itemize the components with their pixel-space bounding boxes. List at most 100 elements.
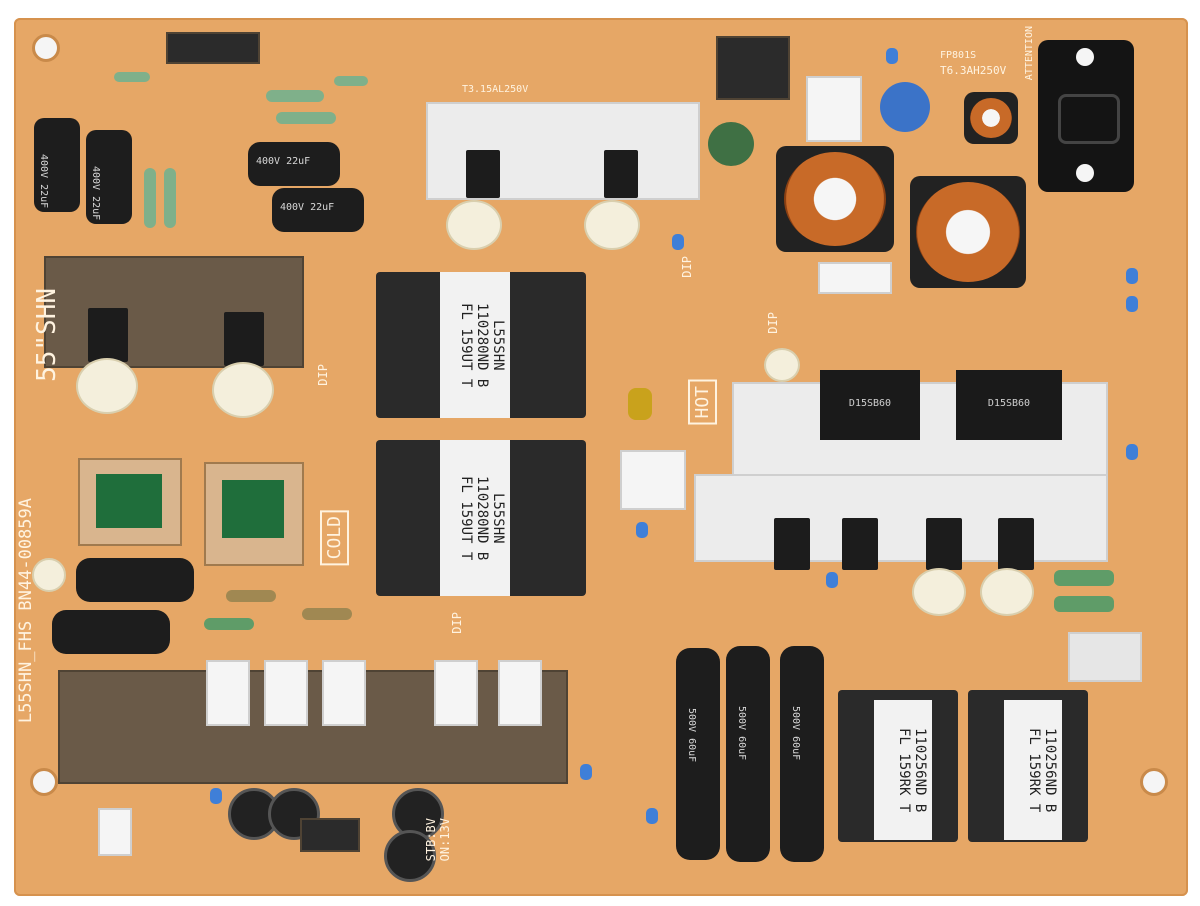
small-connector xyxy=(300,818,360,852)
model-label: L55SHN_FHS BN44-00859A xyxy=(16,498,36,724)
fuse-ref: FP801S xyxy=(940,50,977,61)
relay xyxy=(716,36,790,100)
disc-capacitor xyxy=(912,568,966,616)
disc-capacitor xyxy=(76,358,138,414)
toroid-winding xyxy=(916,182,1020,282)
fuse-label: T3.15AL250V xyxy=(462,84,529,95)
screw-hole xyxy=(1076,48,1094,66)
led-driver-transformer: 110256ND B FL 159RK T xyxy=(968,690,1088,842)
common-mode-choke xyxy=(776,146,894,252)
resistor xyxy=(226,590,276,602)
disc-capacitor xyxy=(212,362,274,418)
resistor xyxy=(302,608,352,620)
dip-label: DIP xyxy=(680,256,694,278)
power-transistor xyxy=(224,312,264,366)
power-transistor xyxy=(88,308,128,362)
dip-label: DIP xyxy=(766,312,780,334)
resistor xyxy=(1054,570,1114,586)
bottom-heatsink xyxy=(58,670,568,784)
ceramic-capacitor xyxy=(636,522,648,538)
resistor xyxy=(334,76,368,86)
power-transistor xyxy=(998,518,1034,570)
ceramic-capacitor xyxy=(1126,296,1138,312)
dip-label: DIP xyxy=(450,612,464,634)
led-driver-transformer: 110256ND B FL 159RK T xyxy=(838,690,958,842)
socket-inlet xyxy=(1058,94,1120,144)
disc-capacitor xyxy=(584,200,640,250)
mounting-hole xyxy=(30,768,58,796)
bridge-rectifier: D15SB60 xyxy=(956,370,1062,440)
standby-label: STB:BV xyxy=(424,818,438,862)
ceramic-capacitor xyxy=(1126,268,1138,284)
resistor xyxy=(114,72,150,82)
resistor xyxy=(144,168,156,228)
electrolytic-capacitor xyxy=(76,558,194,602)
mains-socket xyxy=(1038,40,1134,192)
transformer-winding xyxy=(222,480,284,538)
toroid-winding xyxy=(970,98,1012,138)
power-transistor xyxy=(842,518,878,570)
disc-capacitor xyxy=(764,348,800,382)
film-capacitor xyxy=(818,262,892,294)
screw-hole xyxy=(1076,164,1094,182)
left-heatsink xyxy=(44,256,304,368)
thermistor xyxy=(708,122,754,166)
attention-label: ATTENTION xyxy=(1024,26,1035,81)
transistor-clip xyxy=(206,660,250,726)
x-capacitor xyxy=(806,76,862,142)
transistor-clip xyxy=(498,660,542,726)
ceramic-capacitor xyxy=(886,48,898,64)
ceramic-capacitor xyxy=(1126,444,1138,460)
power-transistor xyxy=(774,518,810,570)
main-transformer: L55SHN 110280ND B FL 159UT T xyxy=(376,440,586,596)
disc-capacitor xyxy=(446,200,502,250)
small-choke xyxy=(964,92,1018,144)
electrolytic-capacitor: 500V 60uF xyxy=(726,646,770,862)
size-label: 55"SHN xyxy=(32,288,62,382)
transistor-clip xyxy=(264,660,308,726)
ceramic-capacitor xyxy=(210,788,222,804)
electrolytic-capacitor: 400V 22uF xyxy=(248,142,340,186)
common-mode-choke xyxy=(910,176,1026,288)
electrolytic-capacitor: 400V 22uF xyxy=(86,130,132,224)
resistor xyxy=(164,168,176,228)
cold-label: COLD xyxy=(320,510,349,566)
electrolytic-capacitor xyxy=(52,610,170,654)
resistor xyxy=(266,90,324,102)
electrolytic-capacitor: 400V 22uF xyxy=(272,188,364,232)
ceramic-capacitor xyxy=(646,808,658,824)
aux-transformer xyxy=(78,458,182,546)
standby-connector xyxy=(98,808,132,856)
ceramic-capacitor xyxy=(826,572,838,588)
power-transistor xyxy=(466,150,500,198)
transistor-clip xyxy=(434,660,478,726)
transistor-clip xyxy=(322,660,366,726)
disc-capacitor xyxy=(980,568,1034,616)
bridge-rectifier: D15SB60 xyxy=(820,370,920,440)
toroid-winding xyxy=(784,152,886,246)
power-transistor xyxy=(926,518,962,570)
fuse-label: T6.3AH250V xyxy=(940,64,1007,77)
transformer-label: L55SHN 110280ND B FL 159UT T xyxy=(440,440,510,596)
resistor xyxy=(276,112,336,124)
main-transformer: L55SHN 110280ND B FL 159UT T xyxy=(376,272,586,418)
resistor xyxy=(204,618,254,630)
power-board: 400V 22uF 400V 22uF 400V 22uF 400V 22uF … xyxy=(14,18,1188,896)
electrolytic-capacitor-top xyxy=(384,830,436,882)
varistor xyxy=(880,82,930,132)
top-connector xyxy=(166,32,260,64)
electrolytic-capacitor: 500V 60uF xyxy=(676,648,720,860)
electrolytic-capacitor: 500V 60uF xyxy=(780,646,824,862)
film-capacitor xyxy=(620,450,686,510)
electrolytic-capacitor-top xyxy=(268,788,320,840)
electrolytic-capacitor: 400V 22uF xyxy=(34,118,80,212)
disc-capacitor xyxy=(32,558,66,592)
transformer-winding xyxy=(96,474,162,528)
resistor xyxy=(1054,596,1114,612)
voltage-label: ON:13V xyxy=(438,818,452,862)
transformer-label: 110256ND B FL 159RK T xyxy=(1004,700,1062,840)
tantalum-capacitor xyxy=(628,388,652,420)
transformer-label: L55SHN 110280ND B FL 159UT T xyxy=(440,272,510,418)
ceramic-capacitor xyxy=(580,764,592,780)
